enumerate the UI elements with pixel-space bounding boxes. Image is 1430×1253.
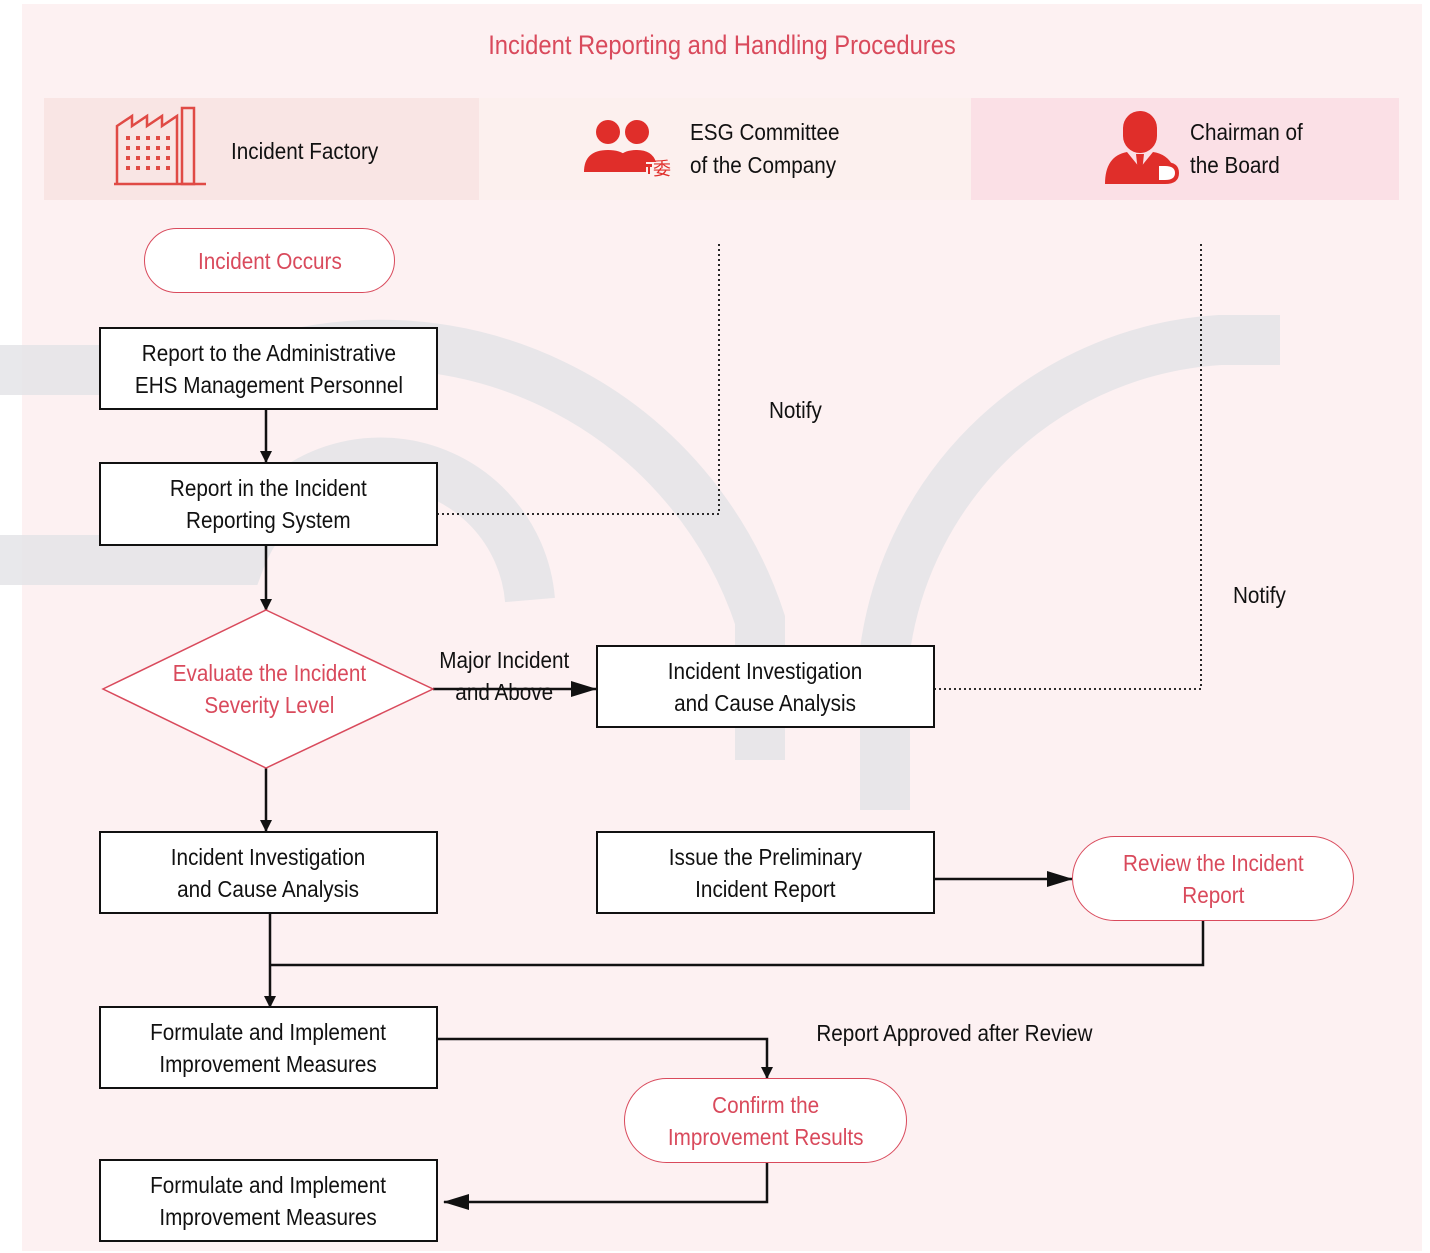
label-report-approved: Report Approved after Review: [815, 1020, 1093, 1046]
lane-label-committee: ESG Committee of the Company: [690, 119, 840, 178]
node-formulate-measures-2: Formulate and Implement Improvement Meas…: [99, 1159, 438, 1242]
edge-notify-chairman: [934, 241, 1202, 690]
chairman-icon: [1103, 110, 1183, 191]
lane-header-chairman: Chairman of the Board: [971, 98, 1399, 200]
node-evaluate-severity: Evaluate the Incident Severity Level: [172, 660, 366, 718]
evaluate-diamond-shape: [101, 609, 435, 769]
lane-header-factory: Incident Factory: [44, 98, 479, 200]
edge-review-approved: [270, 920, 1205, 967]
lane-label-factory: Incident Factory: [231, 138, 379, 164]
node-confirm-results: Confirm the Improvement Results: [624, 1078, 907, 1163]
diagram-title: Incident Reporting and Handling Procedur…: [488, 30, 956, 60]
label-notify-committee: Notify: [768, 397, 822, 423]
edge-formulate-to-confirm: [437, 1037, 773, 1079]
committee-icon: 委: [582, 118, 677, 189]
lane-header-committee: 委 ESG Committee of the Company: [479, 98, 971, 200]
node-investigation: Incident Investigation and Cause Analysi…: [99, 831, 438, 914]
node-investigation-major: Incident Investigation and Cause Analysi…: [596, 645, 935, 728]
node-review-report: Review the Incident Report: [1072, 836, 1354, 921]
node-report-system: Report in the Incident Reporting System: [99, 462, 438, 546]
node-incident-occurs: Incident Occurs: [144, 228, 395, 293]
committee-glyph: 委: [653, 159, 671, 180]
node-preliminary-report: Issue the Preliminary Incident Report: [596, 831, 935, 914]
factory-icon: [114, 106, 209, 191]
lane-label-chairman: Chairman of the Board: [1190, 119, 1303, 178]
edge-notify-committee: [437, 241, 720, 515]
node-formulate-measures-1: Formulate and Implement Improvement Meas…: [99, 1006, 438, 1089]
label-notify-chairman: Notify: [1232, 582, 1286, 608]
label-major-incident: Major Incident and Above: [438, 647, 570, 705]
edge-confirm-to-formulate: [443, 1162, 769, 1210]
node-report-admin: Report to the Administrative EHS Managem…: [99, 327, 438, 410]
